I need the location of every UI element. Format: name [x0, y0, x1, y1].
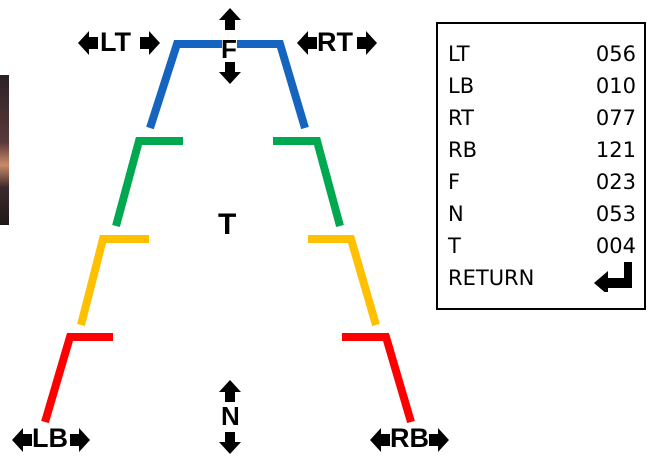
f-up-arrow-icon[interactable]	[219, 8, 241, 30]
label-n: N	[221, 401, 240, 431]
label-lb: LB	[32, 423, 68, 453]
return-label: RETURN	[448, 266, 535, 290]
lt-right-arrow-icon[interactable]	[140, 31, 160, 55]
rt-left-arrow-icon[interactable]	[297, 31, 317, 55]
label-t: T	[218, 208, 237, 241]
return-arrow-icon	[594, 262, 632, 292]
row-value: 121	[595, 138, 636, 162]
row-key: LT	[448, 42, 470, 66]
lb-right-arrow-icon[interactable]	[70, 428, 90, 452]
row-value: 010	[595, 74, 636, 98]
label-f: F	[221, 34, 237, 64]
return-button[interactable]: RETURN	[448, 262, 636, 294]
guide-red-right	[342, 333, 415, 424]
guide-yellow-left	[77, 235, 149, 326]
guide-yellow-right	[308, 235, 380, 327]
lb-left-arrow-icon[interactable]	[12, 428, 32, 452]
row-key: RB	[448, 138, 477, 162]
rb-left-arrow-icon[interactable]	[370, 428, 390, 452]
row-lb[interactable]: LB 010	[448, 74, 636, 102]
row-value: 023	[595, 170, 636, 194]
label-rt: RT	[317, 27, 353, 57]
guide-green-right	[273, 137, 344, 228]
row-lt[interactable]: LT 056	[448, 42, 636, 70]
values-panel: LT 056 LB 010 RT 077 RB 121 F 023 N 053 …	[436, 22, 646, 310]
row-value: 056	[595, 42, 636, 66]
row-rb[interactable]: RB 121	[448, 138, 636, 166]
guide-red-left	[41, 333, 113, 424]
row-f[interactable]: F 023	[448, 170, 636, 198]
lt-left-arrow-icon[interactable]	[78, 31, 98, 55]
guide-green-left	[112, 137, 183, 228]
row-rt[interactable]: RT 077	[448, 106, 636, 134]
row-key: LB	[448, 74, 475, 98]
n-down-arrow-icon[interactable]	[219, 432, 241, 454]
row-key: F	[448, 170, 461, 194]
row-key: T	[448, 234, 461, 258]
row-value: 004	[595, 234, 636, 258]
row-key: RT	[448, 106, 474, 130]
label-rb: RB	[390, 423, 429, 453]
guide-blue-right	[237, 40, 309, 130]
camera-thumbnail	[0, 75, 9, 225]
row-key: N	[448, 202, 464, 226]
row-value: 077	[595, 106, 636, 130]
rb-right-arrow-icon[interactable]	[429, 428, 449, 452]
label-lt: LT	[100, 27, 131, 57]
n-up-arrow-icon[interactable]	[219, 380, 241, 402]
f-down-arrow-icon[interactable]	[219, 62, 241, 84]
row-n[interactable]: N 053	[448, 202, 636, 230]
rt-right-arrow-icon[interactable]	[357, 31, 377, 55]
guide-blue-left	[146, 40, 222, 130]
row-value: 053	[595, 202, 636, 226]
row-t[interactable]: T 004	[448, 234, 636, 262]
